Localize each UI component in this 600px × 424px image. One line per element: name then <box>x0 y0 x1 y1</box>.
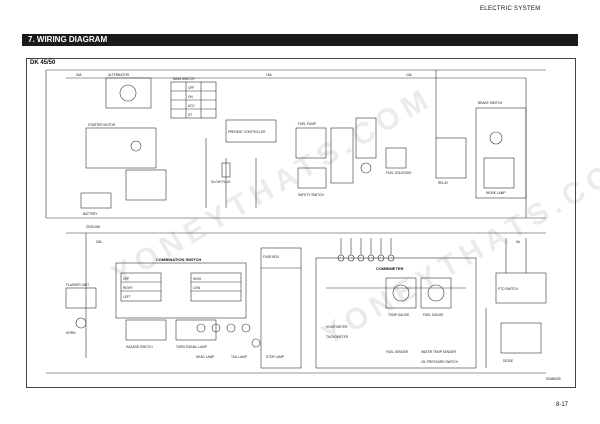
combination-switch-label: COMBINATION SWITCH <box>156 257 201 262</box>
wiring-schematic-svg: STARTER MOTOR BATTERY ALTERNATOR MAIN SW… <box>45 69 561 381</box>
combo-off-label: OFF <box>123 277 129 281</box>
fuse-20a-label: 20A <box>96 240 103 244</box>
starter-motor-label: STARTER MOTOR <box>88 123 116 127</box>
model-label: DK 45/50 <box>30 60 56 66</box>
turn-signal-lamp-label: TURN SIGNAL LAMP <box>176 345 207 349</box>
preheat-controller-label: PREHEAT CONTROLLER <box>228 130 266 134</box>
fuse-5a-label: 5A <box>516 240 521 244</box>
fuel-pump-label: FUEL PUMP <box>298 122 316 126</box>
fuel-sender-label: FUEL SENDER <box>386 350 409 354</box>
combimeter-label: COMBIMETER <box>376 266 403 271</box>
fuel-solenoid-label: FUEL SOLENOID <box>386 171 412 175</box>
hour-meter-label: HOUR METER <box>326 325 348 329</box>
hazard-switch-label: HAZARD SWITCH <box>126 345 153 349</box>
head-lamp-label: HEAD LAMP <box>196 355 214 359</box>
combo-high-label: HIGH <box>193 277 202 281</box>
battery-label: BATTERY <box>83 212 98 216</box>
fuse-30a-label: 30A <box>76 73 83 77</box>
pto-switch-label: PTO SWITCH <box>498 287 519 291</box>
wiring-diagram-frame <box>26 58 576 388</box>
switch-off-label: OFF <box>188 86 194 90</box>
fuel-gauge-label: FUEL GAUGE <box>423 313 443 317</box>
combo-low-label: LOW <box>193 286 200 290</box>
diode-label: DIODE <box>503 359 513 363</box>
safety-switch-label: SAFETY SWITCH <box>298 193 324 197</box>
temp-gauge-label: TEMP GAUGE <box>388 313 409 317</box>
glow-plug-label: GLOW PLUG <box>211 180 231 184</box>
page-title: 7. WIRING DIAGRAM <box>22 34 578 46</box>
fuse-10a-label: 10A <box>406 73 413 77</box>
tail-lamp-label: TAIL LAMP <box>231 355 247 359</box>
flasher-unit-label: FLASHER UNIT <box>66 283 89 287</box>
tachometer-label: TACHOMETER <box>326 335 349 339</box>
combo-right-label: RIGHT <box>123 286 133 290</box>
water-temp-sender-label: WATER TEMP SENDER <box>421 350 457 354</box>
ground-label: GROUND <box>86 225 101 229</box>
combo-left-label: LEFT <box>123 295 131 299</box>
alternator-label: ALTERNATOR <box>108 73 130 77</box>
fuse-box-label: FUSE BOX <box>263 255 280 259</box>
page-number: 8-17 <box>556 402 569 408</box>
work-lamp-label: WORK LAMP <box>486 191 505 195</box>
switch-on-label: ON <box>188 95 193 99</box>
diagram-id-label: S0086099 <box>546 377 561 381</box>
horn-label: HORN <box>66 331 76 335</box>
switch-acc-label: ACC <box>188 104 195 108</box>
switch-st-label: ST <box>188 113 192 117</box>
oil-pressure-switch-label: OIL PRESSURE SWITCH <box>421 360 459 364</box>
stop-lamp-label: STOP LAMP <box>266 355 284 359</box>
fuse-15a-label: 15A <box>266 73 273 77</box>
relay-label: RELAY <box>438 181 449 185</box>
wiring-diagram: STARTER MOTOR BATTERY ALTERNATOR MAIN SW… <box>26 58 576 393</box>
main-switch-label: MAIN SWITCH <box>173 77 195 81</box>
section-header: ELECTRIC SYSTEM <box>480 6 541 12</box>
brake-switch-label: BRAKE SWITCH <box>478 101 503 105</box>
